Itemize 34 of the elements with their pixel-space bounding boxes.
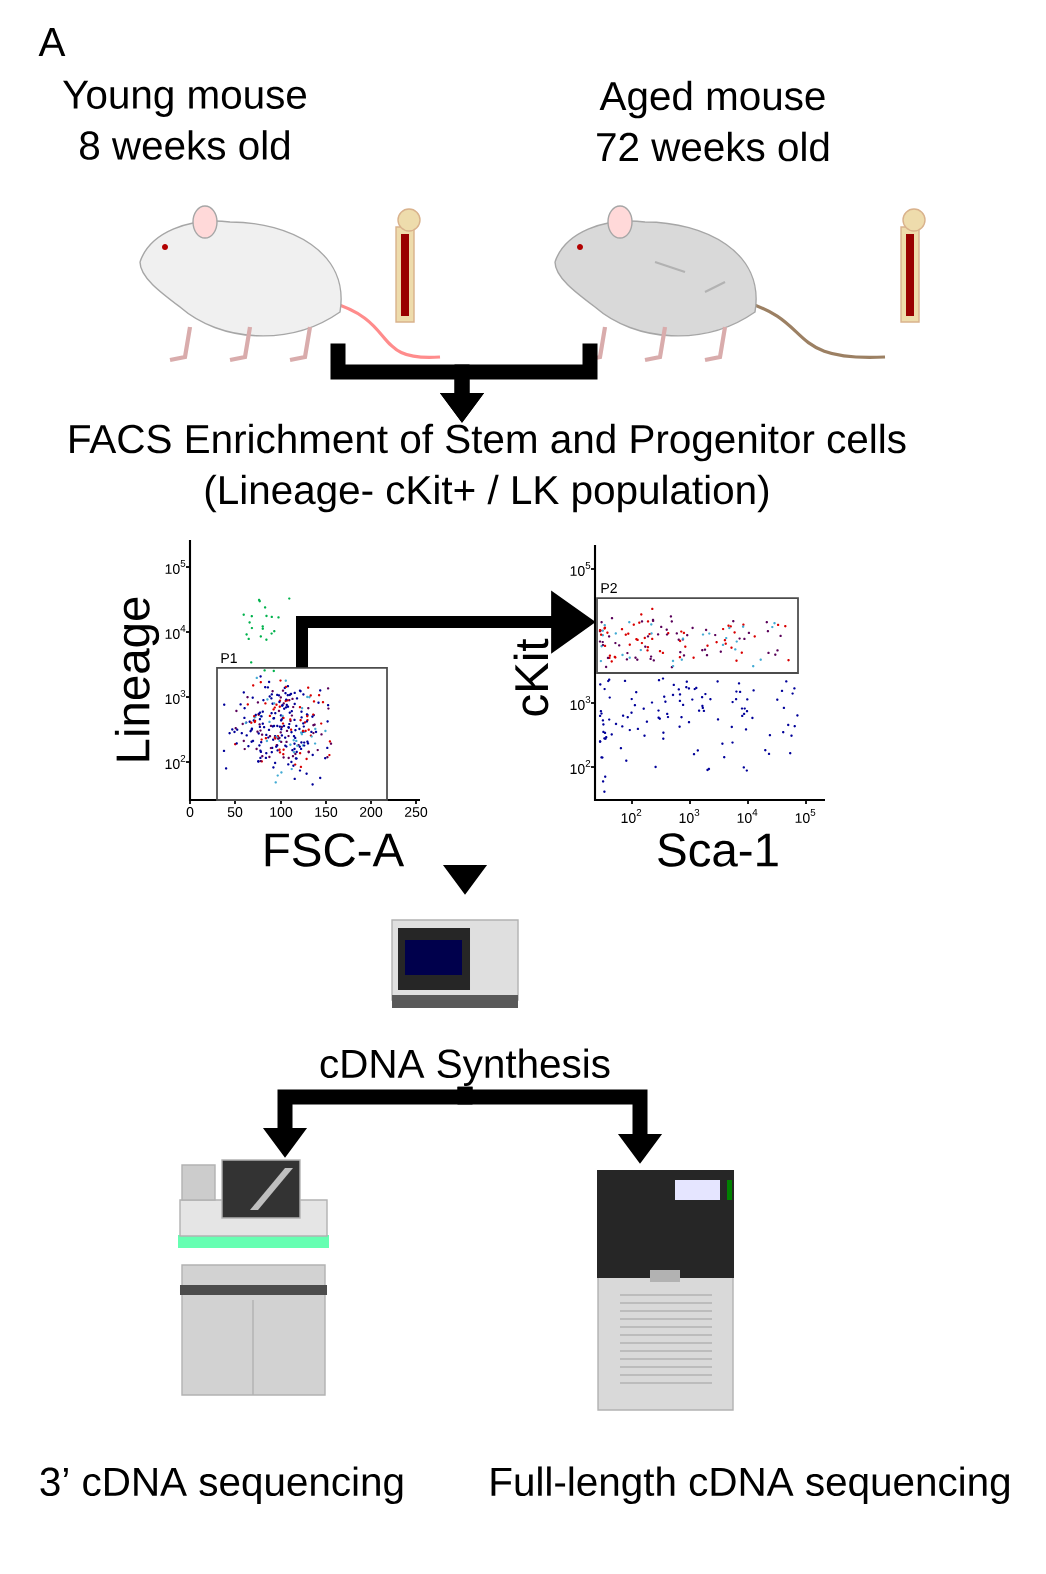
tick-label: 10$^{2}$ (570, 759, 591, 775)
scatter-plot (590, 545, 825, 805)
tick-label: 10$^{2}$ (621, 808, 642, 824)
tick-label: 10$^{2}$ (165, 754, 186, 770)
tick-label: 10$^{4}$ (737, 809, 758, 823)
node-label: Young mouse 8 weeks old (63, 80, 307, 160)
tick-label: 10$^{3}$ (165, 689, 186, 705)
sequencer-drawing: Full-length cDNA sequencing (491, 1170, 1009, 1505)
tick-label: 10$^{3}$ (570, 695, 591, 711)
mouse-drawing: Aged mouse 72 weeks old (554, 80, 926, 363)
axis-title: cKit (513, 638, 549, 716)
instrument-drawing: cDNA Synthesis (320, 919, 610, 1087)
panel-letter: A (38, 28, 66, 56)
node-label: Aged mouse 72 weeks old (597, 80, 829, 162)
node-label: 3’ cDNA sequencing (40, 1466, 403, 1505)
node-label: cDNA Synthesis (320, 1048, 610, 1087)
tick-label: 250 (405, 807, 428, 817)
tick-label: 10$^{5}$ (570, 562, 591, 576)
node-label: Full-length cDNA sequencing (491, 1466, 1009, 1505)
axis-title: Lineage (114, 597, 160, 761)
tick-label: 0 (186, 807, 194, 817)
axis-title: Sca-1 (658, 833, 778, 867)
tick-label: 10$^{3}$ (679, 808, 700, 824)
tick-label: 10$^{5}$ (165, 560, 186, 574)
sequencer-drawing: 3’ cDNA sequencing (40, 1159, 403, 1505)
gate-box: P2 (596, 583, 799, 674)
step-text: FACS Enrichment of Stem and Progenitor cells (Lineage- cKit+ / LK population) (70, 423, 906, 513)
tick-label: 10$^{4}$ (165, 625, 186, 639)
gate-box: P1 (216, 653, 388, 801)
axis-title: FSC-A (265, 833, 405, 867)
node-label: P1 (221, 653, 237, 663)
mouse-drawing: Young mouse 8 weeks old (63, 80, 441, 363)
node-label: P2 (601, 583, 617, 593)
tick-label: 10$^{5}$ (795, 809, 816, 823)
